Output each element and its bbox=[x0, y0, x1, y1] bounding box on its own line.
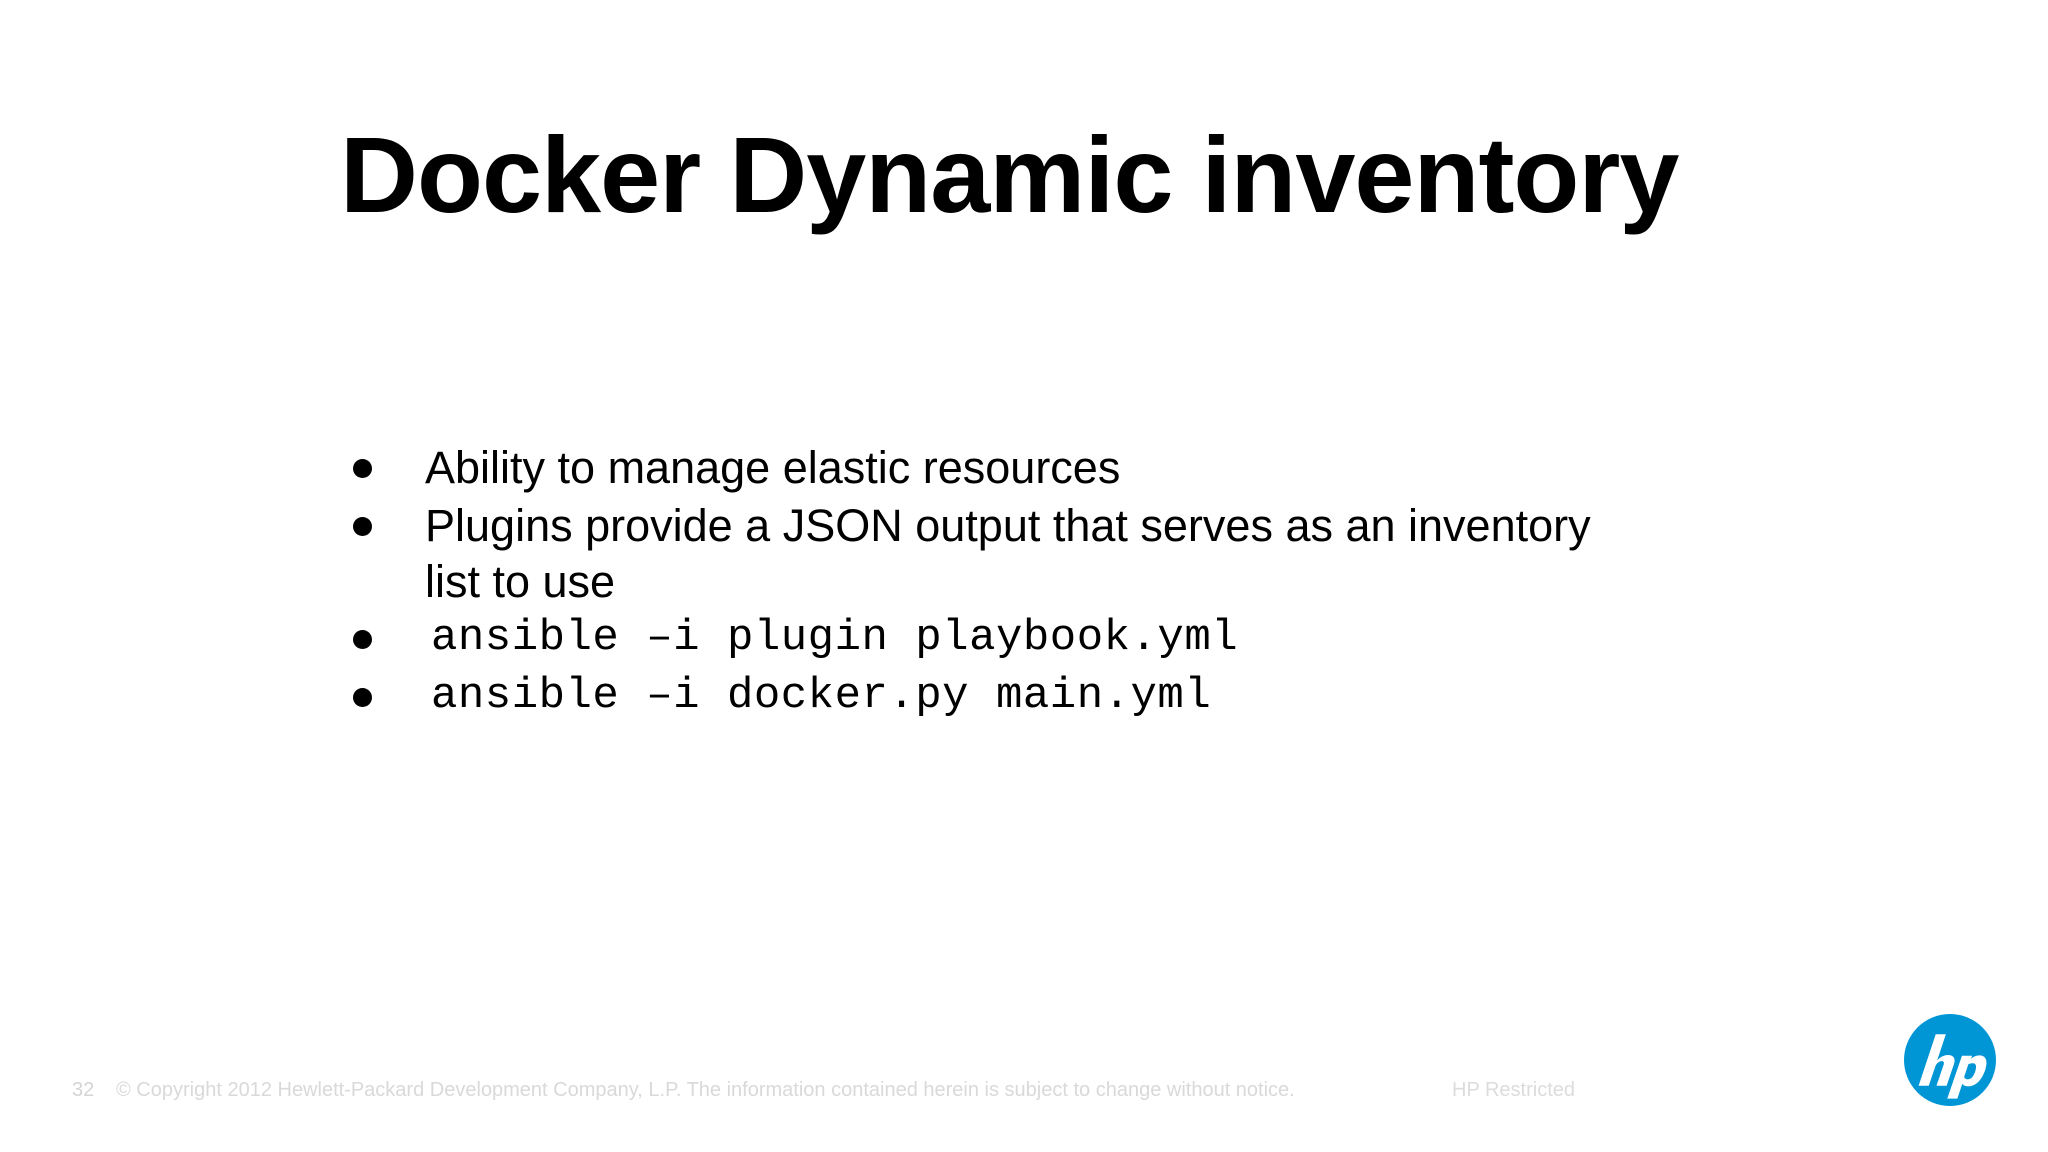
hp-logo-icon bbox=[1904, 1014, 1996, 1106]
list-item: Plugins provide a JSON output that serve… bbox=[345, 498, 1645, 610]
bullet-dot-icon bbox=[353, 688, 372, 708]
list-item-text: Ability to manage elastic resources bbox=[425, 442, 1121, 493]
bullet-list: Ability to manage elastic resources Plug… bbox=[345, 440, 1645, 727]
bullet-dot-icon bbox=[353, 630, 372, 650]
bullet-dot-icon bbox=[353, 459, 372, 478]
copyright-notice: © Copyright 2012 Hewlett-Packard Develop… bbox=[116, 1079, 1295, 1101]
classification-label: HP Restricted bbox=[1452, 1079, 1576, 1101]
slide-footer: 32 © Copyright 2012 Hewlett-Packard Deve… bbox=[0, 1075, 2048, 1115]
list-item-command: ansible –i docker.py main.yml bbox=[431, 671, 1212, 722]
page-number: 32 bbox=[72, 1079, 95, 1101]
list-item: ansible –i docker.py main.yml bbox=[345, 669, 1645, 725]
list-item: Ability to manage elastic resources bbox=[345, 440, 1645, 496]
list-item: ansible –i plugin playbook.yml bbox=[345, 611, 1645, 667]
page-title: Docker Dynamic inventory bbox=[340, 114, 1680, 236]
bullet-dot-icon bbox=[353, 516, 372, 536]
list-item-text: Plugins provide a JSON output that serve… bbox=[425, 499, 1591, 607]
list-item-command: ansible –i plugin playbook.yml bbox=[431, 613, 1239, 664]
